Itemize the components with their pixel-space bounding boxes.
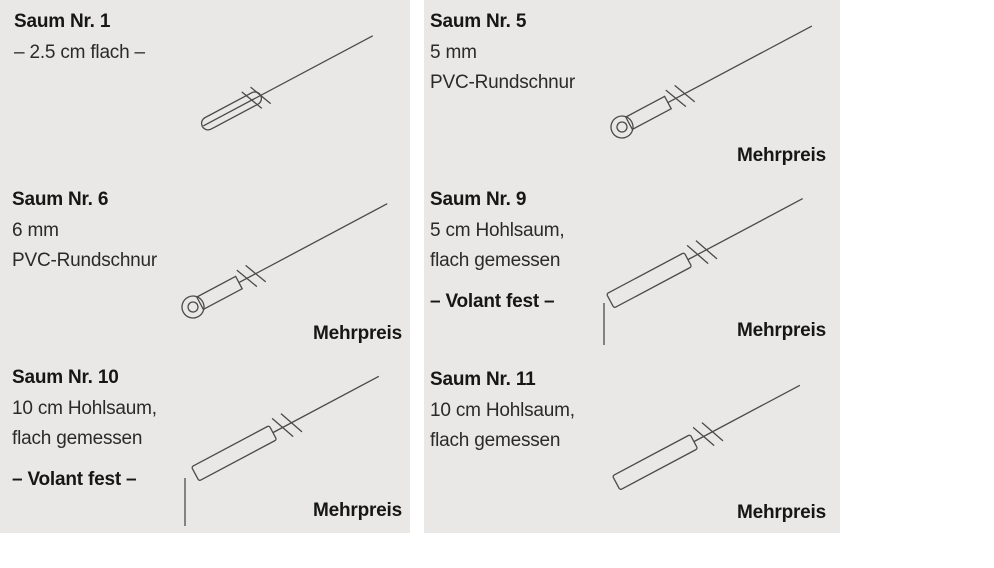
panel-description-line: 10 cm Hohlsaum, — [430, 400, 575, 421]
panel-description-line: PVC-Rundschnur — [12, 250, 158, 271]
panel-saum-9: Saum Nr. 9 5 cm Hohlsaum, flach gemessen… — [424, 178, 840, 356]
hollow-hem-drawing — [612, 384, 801, 490]
pvc-round-cord-hem-drawing — [181, 203, 388, 319]
surcharge-label: Mehrpreis — [736, 320, 826, 341]
surcharge-label: Mehrpreis — [736, 145, 826, 166]
panel-description-line: 5 cm Hohlsaum, — [430, 220, 565, 241]
panel-title: Saum Nr. 9 — [430, 189, 527, 210]
panel-title: Saum Nr. 1 — [14, 11, 111, 32]
panel-text-block: Saum Nr. 1 – 2.5 cm flach – — [14, 6, 145, 68]
panel-note: – Volant fest – — [430, 291, 555, 312]
panel-saum-5: Saum Nr. 5 5 mm PVC-Rundschnur Mehrpreis — [424, 0, 840, 178]
panel-saum-6: Saum Nr. 6 6 mm PVC-Rundschnur Mehrpreis — [0, 178, 410, 356]
panel-saum-10: Saum Nr. 10 10 cm Hohlsaum, flach gemess… — [0, 356, 410, 533]
panel-description-line: flach gemessen — [12, 428, 143, 449]
panel-description-line: – 2.5 cm flach – — [14, 42, 145, 63]
panel-description-line: PVC-Rundschnur — [430, 72, 576, 93]
hollow-hem-volant-drawing — [603, 198, 804, 345]
panel-title: Saum Nr. 11 — [430, 369, 536, 390]
panel-note: – Volant fest – — [12, 469, 137, 490]
panel-title: Saum Nr. 6 — [12, 189, 109, 210]
panel-text-block: Saum Nr. 9 5 cm Hohlsaum, flach gemessen… — [430, 184, 565, 317]
surcharge-label: Mehrpreis — [312, 323, 402, 344]
panel-saum-1: Saum Nr. 1 – 2.5 cm flach – — [0, 0, 410, 178]
panel-title: Saum Nr. 5 — [430, 11, 527, 32]
surcharge-label: Mehrpreis — [312, 500, 402, 521]
panel-text-block: Saum Nr. 5 5 mm PVC-Rundschnur — [430, 6, 575, 98]
panel-description-line: flach gemessen — [430, 430, 561, 451]
pvc-round-cord-hem-drawing — [610, 25, 813, 139]
panel-background-right-column — [424, 0, 840, 533]
panel-text-block: Saum Nr. 6 6 mm PVC-Rundschnur — [12, 184, 157, 276]
panel-background-left-column — [0, 0, 410, 533]
panel-description-line: 10 cm Hohlsaum, — [12, 398, 157, 419]
panel-description-line: 5 mm — [430, 42, 477, 63]
flat-hem-drawing — [200, 35, 374, 131]
panel-description-line: flach gemessen — [430, 250, 561, 271]
panel-title: Saum Nr. 10 — [12, 367, 119, 388]
panel-text-block: Saum Nr. 11 10 cm Hohlsaum, flach gemess… — [430, 364, 575, 456]
panel-saum-11: Saum Nr. 11 10 cm Hohlsaum, flach gemess… — [424, 356, 840, 533]
panel-text-block: Saum Nr. 10 10 cm Hohlsaum, flach gemess… — [12, 362, 157, 495]
panel-description-line: 6 mm — [12, 220, 59, 241]
hollow-hem-volant-drawing — [184, 375, 380, 526]
surcharge-label: Mehrpreis — [736, 502, 826, 523]
